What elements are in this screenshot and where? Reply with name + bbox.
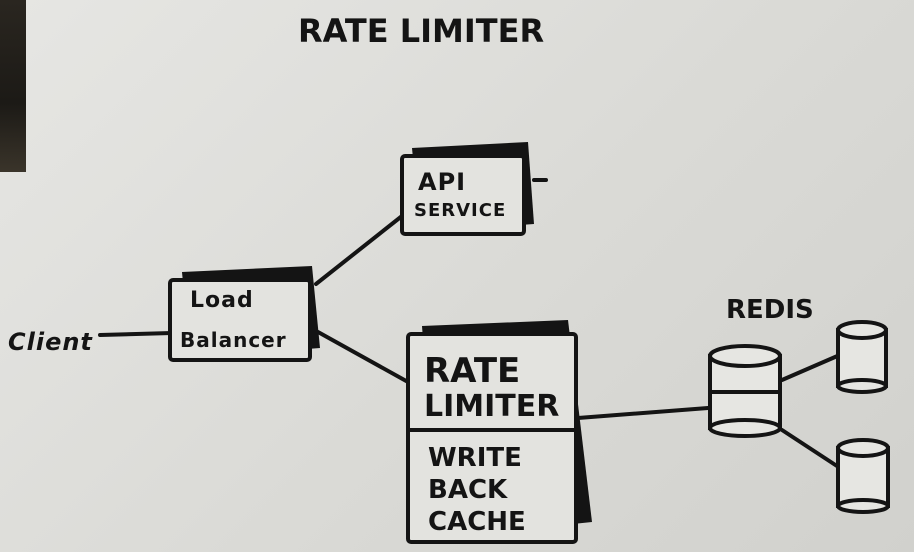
edge-load-balancer-api-service [314, 214, 404, 286]
redis-primary-node [708, 344, 782, 438]
rate-limiter-node: RATE LIMITER [406, 320, 592, 544]
api-service-node: API SERVICE [400, 142, 534, 236]
rate-limiter-label-line2: LIMITER [424, 389, 559, 424]
write-back-cache-label-line3: CACHE [428, 507, 526, 537]
api-service-label-line1: API [418, 168, 466, 196]
redis-label: REDIS [726, 295, 814, 325]
edge-rate-limiter-redis [576, 406, 710, 420]
edge-load-balancer-rate-limiter [316, 330, 410, 384]
redis-replica-1-node [836, 320, 888, 394]
background-edge [0, 0, 26, 172]
load-balancer-label-line1: Load [190, 288, 254, 313]
edge-redis-replica-1 [780, 352, 844, 382]
write-back-cache-label-line2: BACK [428, 475, 508, 505]
edge-client-load-balancer [98, 331, 174, 337]
redis-replica-2-node [836, 438, 890, 514]
client-label: Client [8, 328, 93, 356]
load-balancer-node: Load Balancer [168, 266, 320, 362]
api-service-label-line2: SERVICE [414, 200, 506, 221]
diagram-title: RATE LIMITER [298, 12, 544, 50]
rate-limiter-label-line1: RATE [424, 351, 520, 391]
load-balancer-label-line2: Balancer [180, 328, 287, 352]
write-back-cache-label-line1: WRITE [428, 443, 522, 473]
edge-redis-replica-2 [780, 428, 842, 470]
write-back-cache-node: WRITE BACK CACHE [428, 443, 526, 537]
